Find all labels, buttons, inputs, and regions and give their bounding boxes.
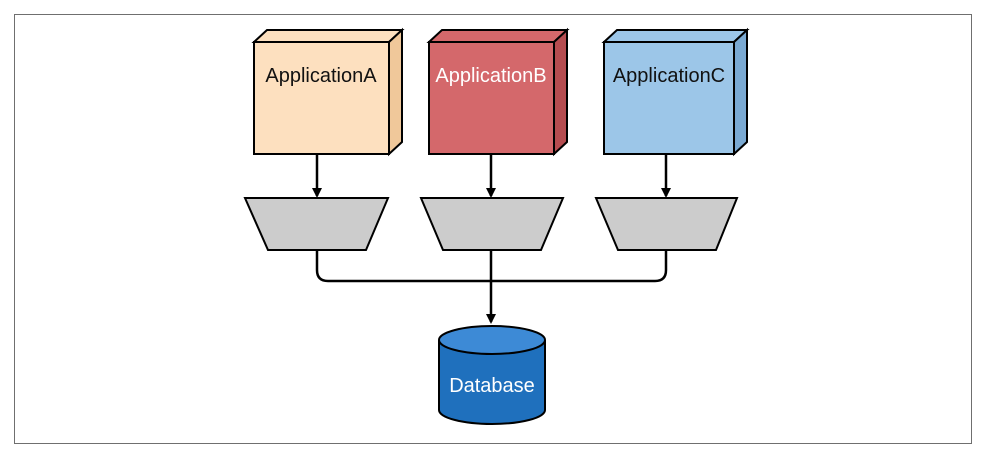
application-c-label: ApplicationC [613,65,725,87]
application-c-top [601,29,750,43]
database-cylinder: Database [438,325,546,425]
application-c-side [733,27,748,157]
database-top [438,325,546,355]
application-a-side [388,27,403,157]
application-c-front [603,41,735,155]
application-a-label: ApplicationA [265,65,377,87]
application-a-top [251,29,405,43]
application-b-top [426,29,570,43]
application-c-box: ApplicationC [601,27,750,157]
connector-c [594,197,739,251]
application-a-front [253,41,390,155]
connector-b [419,197,565,251]
application-b-side [553,27,568,157]
application-b-label: ApplicationB [435,65,546,87]
connector-a [243,197,390,251]
database-body [438,340,546,425]
database-label: Database [449,375,535,397]
application-a-box: ApplicationA [251,27,405,157]
application-b-box: ApplicationB [426,27,570,157]
application-b-front [428,41,555,155]
